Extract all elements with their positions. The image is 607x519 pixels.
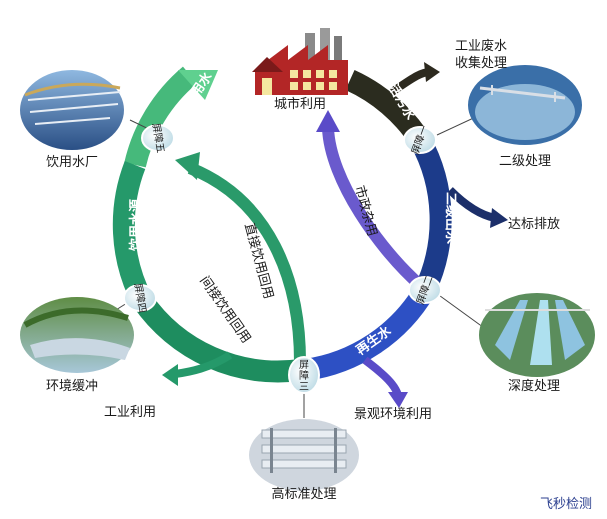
arc-indirect-reuse (132, 293, 302, 383)
barrier-node-3: 屏 障 三 (288, 356, 320, 394)
arrow-municipal-misc-head (316, 110, 340, 132)
barrier-node-5: 屏障五 (141, 122, 175, 154)
label-env-buffer: 环境缓冲 (46, 379, 98, 394)
barrier-node-4: 屏障四 (123, 282, 157, 314)
label-water-source: 饮用水源 (128, 199, 144, 252)
arrow-industrial-use (174, 351, 233, 378)
drinking-arrow-head (178, 70, 218, 100)
arrow-industrial-use-head (162, 364, 178, 386)
barrier-label-3b: 障 (299, 369, 309, 382)
high-standard-photo (249, 419, 359, 491)
arc-recycled-water (303, 284, 435, 381)
arc-drinking-water (124, 66, 198, 168)
label-secondary-treatment: 二级处理 (499, 154, 551, 169)
label-high-standard: 高标准处理 (271, 486, 336, 502)
label-secondary-effluent: 二级出水 (443, 192, 459, 245)
label-industrial-use: 工业利用 (104, 405, 156, 420)
arrow-landscape (362, 356, 402, 397)
barrier-node-1: 屏障一 (403, 124, 437, 156)
barrier-label-3a: 屏 (299, 359, 309, 371)
label-industrial-wastewater-2: 收集处理 (455, 55, 507, 71)
secondary-treatment-photo (468, 65, 582, 145)
arrow-direct-reuse (187, 162, 306, 363)
barrier-label-3c: 三 (299, 382, 309, 393)
label-advanced-treatment: 深度处理 (508, 378, 560, 394)
label-drinking-plant: 饮用水厂 (46, 155, 98, 170)
connector-advanced (435, 292, 488, 331)
arrow-discharge-head (490, 208, 508, 228)
arrow-industrial-wastewater-head (424, 62, 440, 82)
label-discharge: 达标排放 (508, 217, 560, 232)
label-landscape-use: 景观环境利用 (354, 407, 432, 422)
arrow-landscape-head (388, 392, 408, 408)
barrier-node-2: 屏障二 (408, 274, 442, 306)
factory-icon (252, 28, 348, 95)
label-city-use: 城市利用 (274, 96, 326, 112)
advanced-treatment-photo (479, 293, 595, 377)
arrow-direct-reuse-head (175, 152, 200, 180)
arrow-municipal-misc (322, 127, 424, 290)
label-industrial-wastewater-1: 工业废水 (455, 38, 507, 54)
arc-secondary-effluent (410, 134, 452, 295)
drinking-plant-photo (20, 70, 124, 150)
label-indirect-reuse: 间接饮用回用 (196, 273, 254, 346)
env-buffer-photo (20, 297, 134, 373)
watermark: 飞秒检测 (540, 497, 592, 512)
